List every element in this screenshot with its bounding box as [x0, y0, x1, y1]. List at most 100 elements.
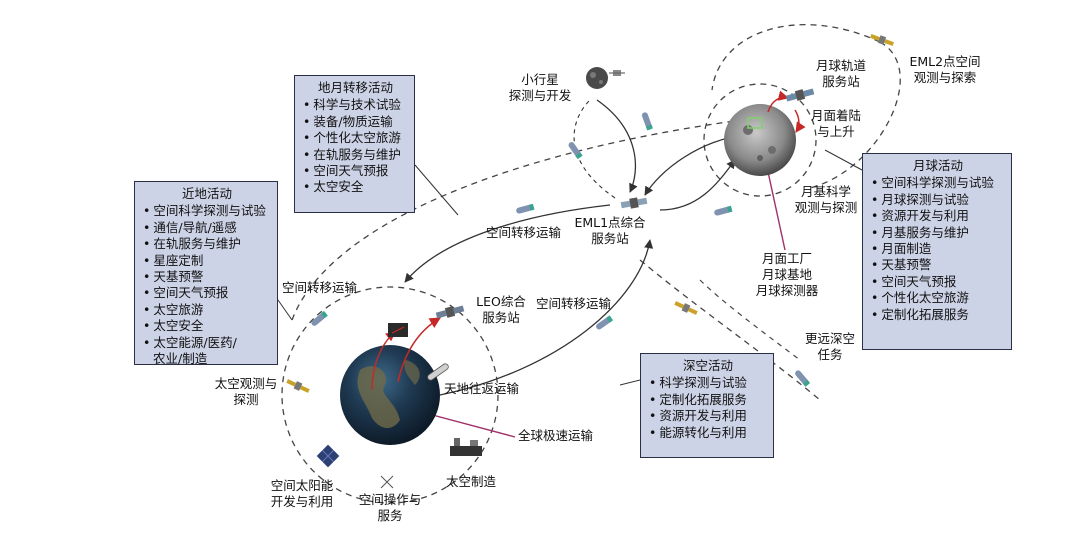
box-item: 个性化太空旅游	[871, 290, 1005, 306]
space-manufacturing-icon	[450, 438, 482, 456]
box-item: 科学探测与试验	[649, 375, 767, 391]
box-title: 地月转移活动	[317, 80, 393, 95]
box-item: 空间天气预报	[303, 163, 408, 179]
label-line: 与上升	[817, 124, 855, 139]
label-line: 观测与探索	[913, 70, 977, 85]
label-line: 更远深空	[804, 331, 855, 346]
lunar-activities-box: 月球活动 空间科学探测与试验 月球探测与试验 资源开发与利用 月基服务与维护 月…	[862, 153, 1012, 350]
near-earth-activities-box: 近地活动 空间科学探测与试验 通信/导航/遥感 在轨服务与维护 星座定制 天基预…	[134, 181, 278, 367]
moon-orbit-ring	[703, 83, 817, 197]
label-line: EML2点空间	[909, 54, 981, 69]
box-item: 能源转化与利用	[649, 425, 767, 441]
label-line: 月面着陆	[810, 108, 861, 123]
box-item: 空间科学探测与试验	[143, 203, 271, 219]
label-line: 小行星	[521, 72, 559, 87]
box-item: 装备/物质运输	[303, 114, 408, 130]
pointer-lunar-box	[824, 149, 863, 171]
cislunar-activities-box: 地月转移活动 科学与技术试验 装备/物质运输 个性化太空旅游 在轨服务与维护 空…	[294, 75, 415, 213]
moon-landing-arrow	[767, 90, 790, 113]
lunar-factory-label: 月面工厂 月球基地 月球探测器	[742, 251, 832, 299]
eml1-station-label: EML1点综合 服务站	[570, 215, 650, 247]
box-item: 在轨服务与维护	[143, 236, 271, 252]
global-transport-label: 全球极速运输	[518, 428, 594, 443]
space-manufacturing-label: 太空制造	[446, 474, 497, 489]
box-title: 月球活动	[912, 158, 963, 173]
box-item: 科学与技术试验	[303, 97, 408, 113]
transfer-vehicle-icon	[311, 310, 328, 326]
label-line: 任务	[817, 347, 843, 362]
label-line: 探测	[233, 392, 259, 407]
solar-panel-icon	[316, 444, 340, 468]
asteroid-label: 小行星 探测与开发	[500, 72, 580, 104]
box-title: 近地活动	[181, 186, 232, 201]
eml1-to-earth-arrow	[404, 204, 611, 283]
label-line: 观测与探测	[794, 200, 858, 215]
asteroid-to-eml1-arrow	[596, 99, 638, 193]
transfer-label-top: 空间转移运输	[486, 225, 562, 240]
box-item: 天基预警	[143, 269, 271, 285]
box-item: 在轨服务与维护	[303, 147, 408, 163]
lunar-landing-label: 月面着陆 与上升	[806, 108, 866, 140]
eml1-station-icon	[620, 197, 648, 209]
far-deep-space-path	[699, 279, 801, 361]
eml2-label: EML2点空间 观测与探索	[900, 54, 990, 86]
box-title: 深空活动	[682, 358, 733, 373]
label-line: 探测与开发	[508, 88, 572, 103]
box-item: 空间科学探测与试验	[871, 175, 1005, 191]
transfer-vehicle-icon	[516, 203, 535, 214]
box-item: 月基服务与维护	[871, 225, 1005, 241]
deep-space-activities-box: 深空活动 科学探测与试验 定制化拓展服务 资源开发与利用 能源转化与利用	[640, 353, 774, 458]
box-item-continuation: 农业/制造	[153, 351, 208, 367]
space-observation-label: 太空观测与 探测	[206, 376, 286, 408]
label-line: 服务站	[482, 310, 520, 325]
eml1-to-asteroid-arrow	[573, 99, 616, 199]
box-item: 空间天气预报	[871, 274, 1005, 290]
box-item: 定制化拓展服务	[871, 307, 1005, 323]
box-item: 通信/导航/遥感	[143, 220, 271, 236]
box-item: 资源开发与利用	[871, 208, 1005, 224]
box-item: 太空安全	[143, 318, 271, 334]
box-item: 月面制造	[871, 241, 1005, 257]
transfer-path-upper	[291, 119, 743, 321]
earth-launch-arrow	[397, 317, 441, 383]
shuttle-icon	[427, 363, 449, 381]
deep-space-satellite-icon	[674, 301, 698, 315]
label-line: 空间操作与	[358, 492, 422, 507]
label-line: 月球探测器	[755, 283, 819, 298]
orbit-camera-icon	[388, 323, 408, 337]
transfer-vehicle-icon	[568, 142, 583, 160]
label-line: 服务站	[591, 231, 629, 246]
earth-to-eml1-arrow	[439, 239, 654, 396]
observation-satellite-icon	[286, 379, 310, 393]
leo-station-icon	[435, 305, 465, 319]
earth-globe	[340, 345, 440, 445]
space-solar-label: 空间太阳能 开发与利用	[262, 478, 342, 510]
transfer-vehicle-icon	[641, 112, 653, 131]
moon-globe	[724, 104, 796, 176]
box-item: 资源开发与利用	[649, 408, 767, 424]
eml2-orbit-path	[711, 24, 901, 189]
label-line: 太空观测与	[214, 376, 278, 391]
transfer-label-mid: 空间转移运输	[536, 296, 612, 311]
label-line: 开发与利用	[270, 494, 334, 509]
asteroid-icon	[586, 67, 608, 89]
ground-space-label: 天地往返运输	[444, 381, 520, 396]
box-item: 个性化太空旅游	[303, 130, 408, 146]
label-line: 空间太阳能	[270, 478, 334, 493]
lunar-orbit-station-label: 月球轨道 服务站	[806, 58, 876, 90]
leo-station-label: LEO综合 服务站	[466, 294, 536, 326]
label-line: 月基科学	[800, 184, 851, 199]
box-item: 太空安全	[303, 179, 408, 195]
label-line: 月球轨道	[815, 58, 866, 73]
space-ops-icon	[380, 475, 394, 489]
earth-orbit-ring	[281, 286, 499, 504]
pointer-deep-space-box	[619, 379, 641, 386]
box-item: 空间天气预报	[143, 285, 271, 301]
lunar-orbit-station-icon	[785, 88, 815, 102]
box-item: 月球探测与试验	[871, 192, 1005, 208]
transfer-vehicle-icon	[714, 205, 733, 216]
label-line: 月球基地	[761, 267, 812, 282]
eml1-to-moon-arrow	[659, 159, 736, 211]
eml2-satellite-icon	[870, 34, 894, 46]
